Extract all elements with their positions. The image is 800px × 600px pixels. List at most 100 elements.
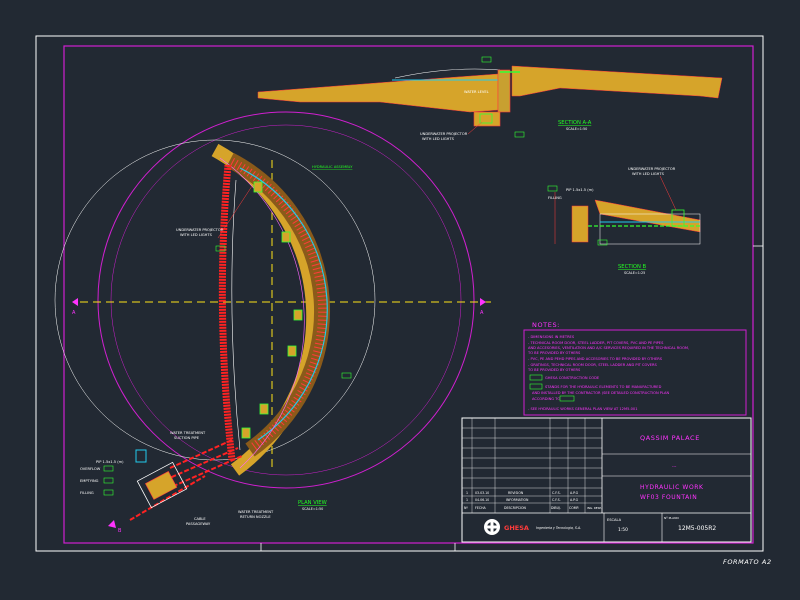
tb-company-logo-text: GHESA bbox=[504, 524, 529, 532]
notes-stands-2: AND INSTALLED BY THE CONTRACTOR (SEE DET… bbox=[532, 391, 669, 395]
rev-1-date: 03.03.10 bbox=[475, 491, 489, 495]
plan-view-title: PLAN VIEW bbox=[298, 500, 327, 506]
rev-header-date: FECHA bbox=[475, 506, 486, 510]
section-a-a: WATER LEVEL UNDERWATER PROJECTOR WITH LE… bbox=[257, 56, 723, 141]
notes-frame bbox=[523, 329, 747, 416]
section-a-pit-inner bbox=[479, 113, 493, 124]
section-a-title: SECTION A-A bbox=[558, 120, 592, 126]
company-logo-bar-h bbox=[486, 525, 498, 529]
section-a-leader bbox=[467, 121, 483, 135]
outer-frame bbox=[35, 35, 764, 552]
rev-header-comp: COMP. bbox=[569, 506, 579, 510]
plan-white-arc bbox=[231, 179, 241, 451]
notes-code-line: GHESA CONSTRUCTION CODE bbox=[545, 376, 600, 380]
plan-marker-bottom bbox=[108, 520, 116, 528]
rev-1-draw: C.F.S. bbox=[552, 491, 561, 495]
rev-header-no: Nº bbox=[464, 506, 468, 510]
plan-cable-passage: CABLE bbox=[194, 517, 206, 521]
section-a-waterline: WATER LEVEL bbox=[464, 90, 489, 94]
plan-projector-1 bbox=[253, 181, 263, 193]
plan-marker-bottom-label: B bbox=[118, 528, 122, 534]
plan-cable-passage-sub: PASSAGEWAY bbox=[186, 522, 211, 526]
plan-water-return: WATER TREATMENT bbox=[238, 510, 274, 514]
notes-see-line: - SEE HYDRAULIC WORKS GENERAL PLAN VIEW … bbox=[528, 407, 638, 411]
section-a-left-slab bbox=[257, 73, 499, 113]
plan-outer-circle bbox=[97, 111, 475, 489]
tb-drawing-no: 12M5-005R2 bbox=[678, 525, 716, 532]
notes-item-6: - GRATINGS, TECHNICAL ROOM DOOR, STEEL L… bbox=[528, 363, 657, 367]
rev-2-comp: A.P.G bbox=[570, 498, 579, 502]
plan-tag-2 bbox=[341, 372, 352, 379]
rev-2-date: 04.06.10 bbox=[475, 498, 489, 502]
inner-frame bbox=[63, 45, 754, 544]
plan-pipe-label: PIP 1.5x1.5 (m) bbox=[96, 460, 124, 464]
notes-block: NOTES: - DIMENSIONS IN METRES - TECHNICA… bbox=[523, 321, 747, 416]
plan-marker-right-label: A bbox=[480, 310, 484, 316]
plan-projector-6 bbox=[241, 427, 251, 439]
section-a-tag bbox=[481, 56, 492, 63]
section-b-basin bbox=[599, 213, 701, 245]
section-b-tag bbox=[547, 185, 558, 192]
plan-pipe-2 bbox=[164, 447, 239, 481]
tb-drawing-title-2: WF03 FOUNTAIN bbox=[640, 494, 697, 501]
rev-1-comp: A.P.G bbox=[570, 491, 579, 495]
rev-header-draw: DIBUJ. bbox=[551, 506, 561, 510]
plan-marker-left bbox=[72, 298, 78, 306]
section-a-right-slab bbox=[511, 65, 723, 99]
plan-inner-edge bbox=[219, 157, 305, 469]
plan-pipe-1 bbox=[169, 439, 233, 469]
plan-tech-pit-inner bbox=[145, 471, 178, 500]
section-b-scale: SCALE=1:25 bbox=[624, 271, 645, 275]
notes-code-tag bbox=[529, 374, 543, 381]
title-block bbox=[461, 417, 752, 543]
section-a-pit bbox=[473, 111, 501, 127]
notes-stands-3: ACCORDING TO bbox=[532, 397, 560, 401]
notes-item-4: TO BE PROVIDED BY OTHERS bbox=[527, 351, 581, 355]
tb-scale-label: ESCALA bbox=[607, 518, 622, 522]
section-b-projector: UNDERWATER PROJECTOR bbox=[628, 167, 676, 171]
plan-cyan-line bbox=[239, 167, 328, 441]
section-b-pipe-label: PIP 1.5x1.5 (m) bbox=[566, 188, 594, 192]
plan-tech-pit-cyan bbox=[135, 449, 147, 463]
tb-frame bbox=[461, 417, 752, 543]
plan-underwater-projector: UNDERWATER PROJECTOR bbox=[176, 228, 224, 232]
rev-1-no: 1 bbox=[466, 491, 468, 495]
tb-drawing-no-label: Nº PLANO bbox=[664, 516, 679, 520]
plan-water-return-sub: RETURN NOZZLE bbox=[240, 515, 271, 519]
plan-red-arc bbox=[218, 164, 236, 461]
rev-1-desc: REVISION bbox=[508, 491, 524, 495]
plan-view-scale: SCALE=1:50 bbox=[302, 507, 323, 511]
notes-title: NOTES: bbox=[532, 321, 560, 329]
section-b-wall-left bbox=[571, 205, 589, 243]
plan-projector-leader bbox=[217, 185, 253, 239]
format-label: FORMATO A2 bbox=[723, 558, 772, 566]
plan-inner-circle bbox=[110, 124, 462, 476]
section-b-projector-sub: WITH LED LIGHTS bbox=[632, 172, 665, 176]
section-a-tag-2 bbox=[514, 131, 525, 138]
plan-projector-2 bbox=[281, 231, 291, 243]
tb-project: QASSIM PALACE bbox=[640, 434, 700, 442]
plan-water-suction-sub: SUCTION PIPE bbox=[174, 436, 200, 440]
section-b-leader bbox=[659, 175, 677, 211]
rev-2-desc: INFORMATION bbox=[506, 498, 529, 502]
notes-item-1: - DIMENSIONS IN METRES bbox=[528, 335, 575, 339]
notes-item-3: AND ACCESORIES, VENTILATION AND A/C SERV… bbox=[528, 346, 689, 350]
section-b: PIP 1.5x1.5 (m) FILLING UNDERWATER PROJE… bbox=[547, 167, 701, 275]
plan-marker-left-label: A bbox=[72, 310, 76, 316]
section-a-crown bbox=[394, 68, 501, 79]
notes-stands-ref bbox=[559, 395, 575, 402]
plan-water-suction: WATER TREATMENT bbox=[170, 431, 206, 435]
rev-header-eng: ING. RESP. bbox=[587, 506, 602, 510]
plan-emptying: EMPTYING bbox=[80, 479, 99, 483]
plan-tag-3 bbox=[103, 465, 114, 472]
notes-stands-tag bbox=[529, 383, 543, 390]
tb-company-name: Ingenieria y Tecnologia, S.A. bbox=[536, 526, 581, 530]
notes-stands-1: STANDS FOR THE HYDRAULIC ELEMENTS TO BE … bbox=[545, 385, 662, 389]
section-b-filling: FILLING bbox=[548, 196, 562, 200]
notes-item-2: - TECHNICAL ROOM DOOR, STEEL LADDER, PIT… bbox=[528, 341, 664, 345]
plan-tech-pit bbox=[136, 461, 188, 509]
plan-marker-right bbox=[480, 298, 486, 306]
section-b-title: SECTION B bbox=[618, 264, 647, 270]
plan-core-circle bbox=[54, 139, 376, 461]
